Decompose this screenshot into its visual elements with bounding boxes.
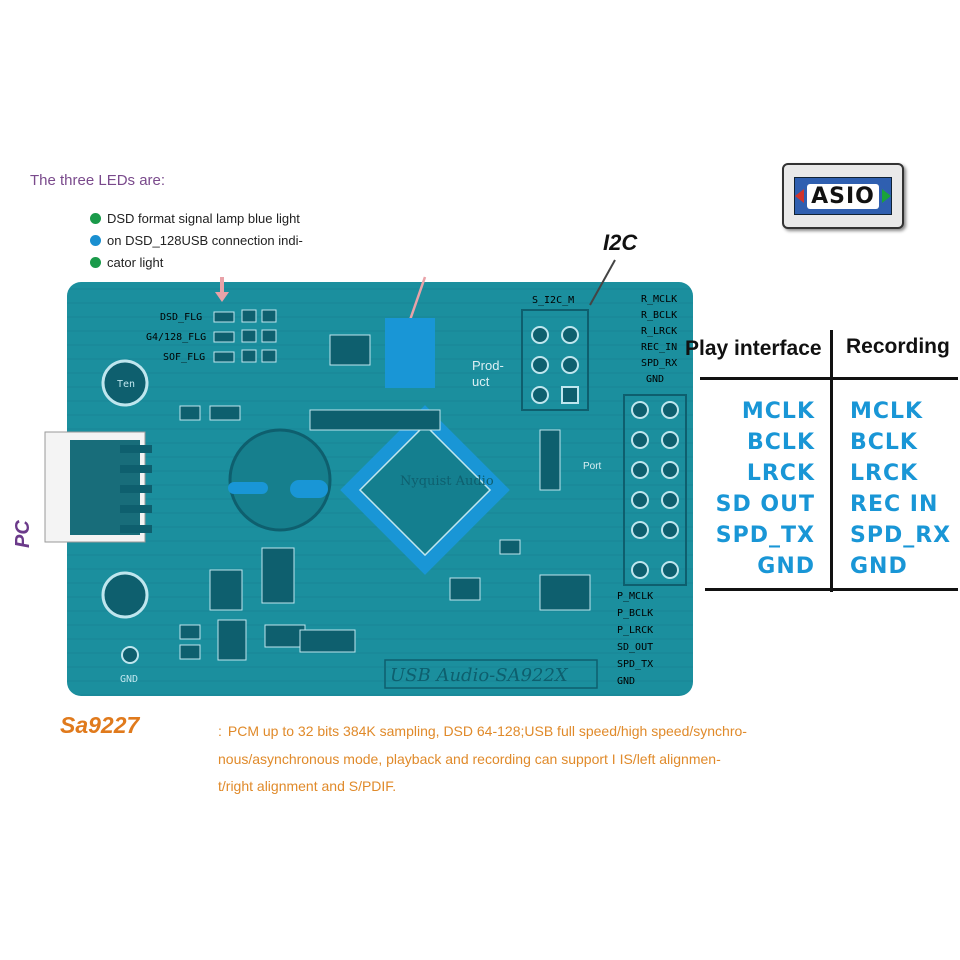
asio-logo-text: ASIO — [807, 183, 879, 209]
led-legend-list: DSD format signal lamp blue light on DSD… — [90, 211, 303, 270]
left-arrow-icon — [795, 189, 805, 203]
pin-label: SD_OUT — [617, 642, 653, 653]
green-dot-icon — [90, 257, 101, 268]
chip-marking: Nyquist Audio — [400, 474, 494, 489]
pin-label: R_LRCK — [641, 326, 677, 337]
mount-hole — [101, 359, 149, 407]
green-dot-icon — [90, 213, 101, 224]
led-label: DSD_FLG — [160, 312, 202, 323]
pin-label: P_MCLK — [617, 591, 653, 602]
i2c-arrow-icon — [589, 259, 616, 306]
i2c-label: I2C — [603, 230, 638, 255]
asio-logo: ASIO — [782, 163, 904, 229]
led-legend-item: cator light — [90, 255, 303, 270]
port-label: Port — [583, 461, 602, 472]
signal-label: BCLK — [747, 430, 815, 455]
led-legend-text: cator light — [107, 255, 164, 270]
recording-header: Recording — [846, 335, 950, 358]
pin-header — [623, 394, 687, 586]
capacitor — [228, 428, 332, 532]
pin-label: P_BCLK — [617, 608, 653, 619]
led-legend-item: on DSD_128USB connection indi- — [90, 233, 303, 248]
rec-signals: MCLK BCLK LRCK REC IN SPD_RX GND — [850, 396, 958, 582]
table-header-rule — [700, 377, 958, 380]
signal-label: GND — [757, 554, 815, 579]
pin-label: SPD_RX — [641, 358, 677, 369]
product-label: Prod- — [472, 358, 504, 373]
pin-label: REC_IN — [641, 342, 677, 353]
pin-label: GND — [646, 374, 664, 385]
signal-label: BCLK — [850, 430, 918, 455]
svg-text:uct: uct — [472, 374, 490, 389]
signal-table: Play interface Recording MCLK BCLK LRCK … — [685, 330, 958, 592]
description-line: nous/asynchronous mode, playback and rec… — [218, 750, 721, 767]
ten-label: Ten — [117, 379, 135, 390]
pcb-board: Ten GND DSD_FLG G4/128_FLG SOF_FLG Nyqui… — [44, 259, 693, 696]
led-label: SOF_FLG — [163, 352, 205, 363]
led-legend-text: DSD format signal lamp blue light — [107, 211, 300, 226]
pointer-arrow-icon — [408, 276, 427, 321]
table-divider — [830, 330, 833, 592]
gnd-label: GND — [120, 674, 138, 685]
pin-label: R_MCLK — [641, 294, 677, 305]
play-signals: MCLK BCLK LRCK SD OUT SPD_TX GND — [700, 396, 815, 582]
signal-label: SPD_TX — [715, 523, 815, 548]
play-interface-header: Play interface — [685, 337, 822, 360]
chip-description: :PCM up to 32 bits 384K sampling, DSD 64… — [218, 718, 808, 801]
i2c-header-label: S_I2C_M — [532, 295, 574, 306]
signal-label: MCLK — [850, 399, 924, 424]
pin-label: GND — [617, 676, 635, 687]
led-legend-text: on DSD_128USB connection indi- — [107, 233, 303, 248]
chip-name: Sa9227 — [60, 712, 140, 738]
led-label: G4/128_FLG — [146, 332, 206, 343]
signal-label: GND — [850, 554, 908, 579]
right-arrow-icon — [881, 189, 891, 203]
pin-label: SPD_TX — [617, 659, 653, 670]
signal-label: MCLK — [741, 399, 815, 424]
small-chip — [385, 318, 435, 388]
led-legend-item: DSD format signal lamp blue light — [90, 211, 303, 226]
signal-label: LRCK — [850, 461, 919, 486]
description-line: t/right alignment and S/PDIF. — [218, 778, 397, 794]
led-legend-title: The three LEDs are: — [30, 172, 166, 189]
signal-label: REC IN — [850, 492, 939, 517]
description-line: PCM up to 32 bits 384K sampling, DSD 64-… — [227, 723, 747, 739]
pc-label: PC — [12, 520, 34, 548]
blue-dot-icon — [90, 235, 101, 246]
signal-label: LRCK — [746, 461, 815, 486]
signal-label: SD OUT — [715, 492, 815, 517]
pin-label: P_LRCK — [617, 625, 653, 636]
silkscreen-label: USB Audio-SA922X — [390, 665, 569, 686]
asio-logo-inner: ASIO — [794, 177, 892, 215]
mount-hole — [101, 571, 149, 619]
table-bottom-rule — [705, 588, 958, 591]
signal-label: SPD_RX — [850, 523, 952, 548]
pin-label: R_BCLK — [641, 310, 677, 321]
